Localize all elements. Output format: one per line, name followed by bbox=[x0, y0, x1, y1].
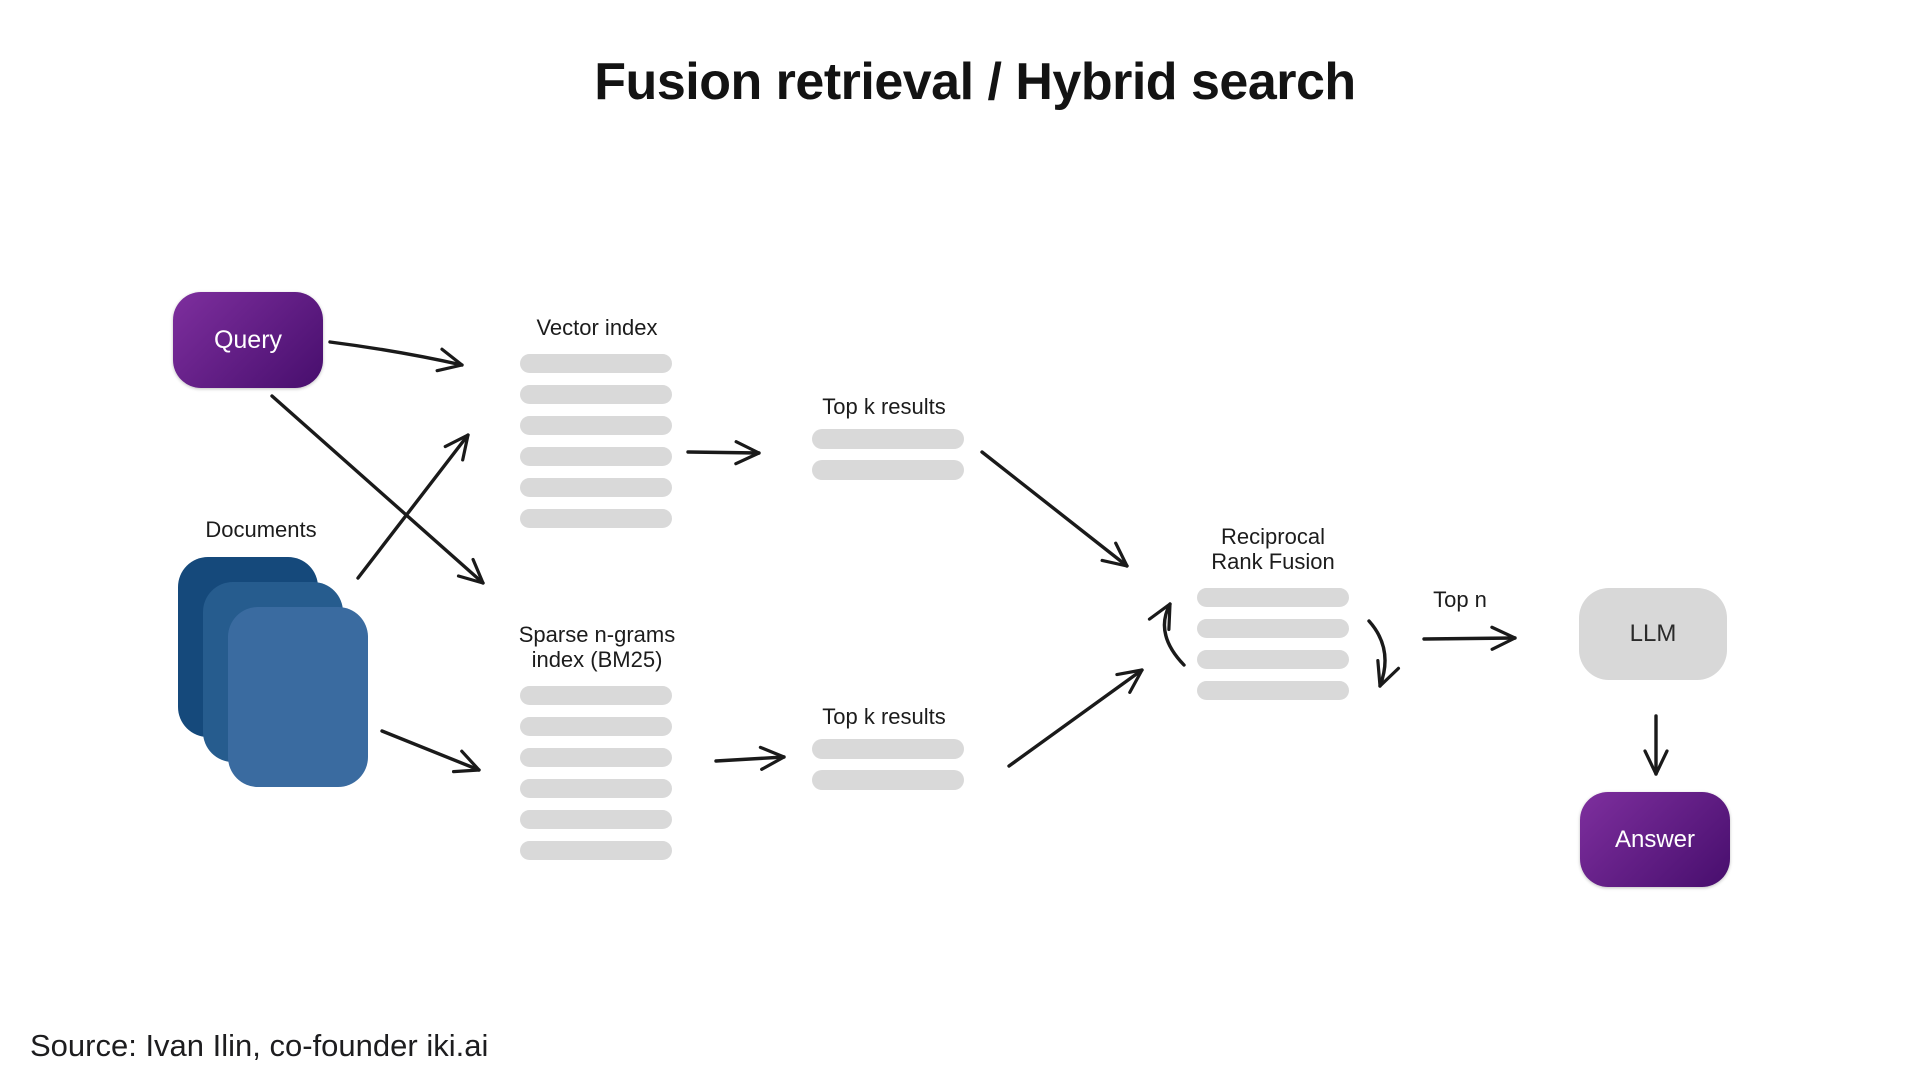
placeholder-bar bbox=[520, 354, 672, 373]
arrow-documents-to-sparse-index-icon bbox=[380, 729, 481, 774]
answer-node: Answer bbox=[1580, 792, 1730, 887]
placeholder-bar bbox=[520, 841, 672, 860]
rrf-merge-curve-right-icon bbox=[1367, 619, 1401, 688]
arrow-topk-vector-to-rrf-icon bbox=[980, 450, 1129, 568]
llm-label: LLM bbox=[1629, 620, 1677, 647]
placeholder-bar bbox=[520, 385, 672, 404]
placeholder-bar bbox=[520, 779, 672, 798]
query-node: Query bbox=[173, 292, 323, 388]
arrow-query-to-vector-index-icon bbox=[328, 340, 464, 373]
vector-index-label: Vector index bbox=[536, 315, 658, 340]
documents-label: Documents bbox=[205, 517, 317, 542]
placeholder-bar bbox=[520, 686, 672, 705]
llm-node: LLM bbox=[1579, 588, 1727, 680]
placeholder-bar bbox=[812, 770, 964, 790]
placeholder-bar bbox=[520, 509, 672, 528]
vector-index-bars bbox=[520, 354, 672, 528]
rrf-label: Reciprocal Rank Fusion bbox=[1173, 524, 1373, 574]
placeholder-bar bbox=[1197, 681, 1349, 700]
placeholder-bar bbox=[520, 447, 672, 466]
top-n-label: Top n bbox=[1433, 587, 1487, 612]
rrf-merge-curve-left-icon bbox=[1147, 602, 1186, 667]
placeholder-bar bbox=[1197, 588, 1349, 607]
sparse-index-bars bbox=[520, 686, 672, 860]
rrf-label-line2: Rank Fusion bbox=[1211, 549, 1335, 574]
placeholder-bar bbox=[520, 478, 672, 497]
placeholder-bar bbox=[812, 429, 964, 449]
document-icon-front bbox=[228, 607, 368, 787]
placeholder-bar bbox=[812, 460, 964, 480]
sparse-index-label-line1: Sparse n-grams bbox=[518, 622, 676, 647]
arrow-vector-index-to-topk-icon bbox=[686, 440, 761, 466]
rrf-bars bbox=[1197, 588, 1349, 700]
placeholder-bar bbox=[812, 739, 964, 759]
source-credit: Source: Ivan Ilin, co-founder iki.ai bbox=[30, 1028, 489, 1063]
query-label: Query bbox=[213, 325, 283, 354]
placeholder-bar bbox=[520, 717, 672, 736]
arrow-query-to-sparse-index-icon bbox=[270, 394, 485, 585]
arrow-sparse-index-to-topk-icon bbox=[714, 745, 786, 771]
arrow-rrf-to-llm-icon bbox=[1422, 625, 1517, 651]
topk-sparse-bars bbox=[812, 739, 964, 790]
sparse-index-label: Sparse n-grams index (BM25) bbox=[487, 622, 707, 672]
placeholder-bar bbox=[520, 416, 672, 435]
arrow-topk-sparse-to-rrf-icon bbox=[1007, 668, 1144, 768]
placeholder-bar bbox=[520, 748, 672, 767]
answer-label: Answer bbox=[1614, 825, 1696, 853]
placeholder-bar bbox=[520, 810, 672, 829]
rrf-label-line1: Reciprocal bbox=[1221, 524, 1325, 549]
page-title: Fusion retrieval / Hybrid search bbox=[594, 53, 1356, 111]
topk-vector-label: Top k results bbox=[822, 394, 946, 419]
placeholder-bar bbox=[1197, 619, 1349, 638]
topk-vector-bars bbox=[812, 429, 964, 480]
topk-sparse-label: Top k results bbox=[822, 704, 946, 729]
sparse-index-label-line2: index (BM25) bbox=[531, 647, 663, 672]
arrow-documents-to-vector-index-icon bbox=[356, 433, 470, 580]
placeholder-bar bbox=[1197, 650, 1349, 669]
